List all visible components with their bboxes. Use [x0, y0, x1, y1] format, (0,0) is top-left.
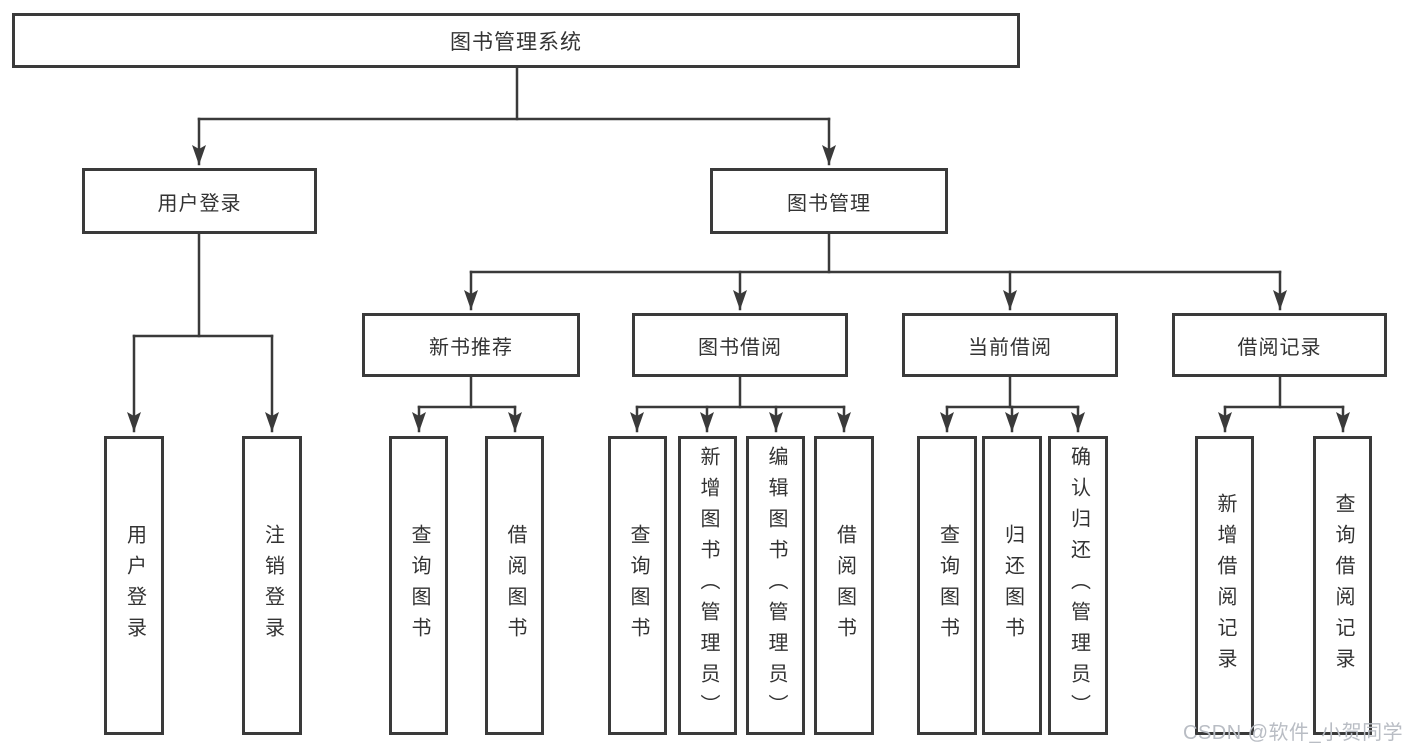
leaf-query-books-current: 查询图书	[917, 436, 977, 735]
node-label: 当前借阅	[968, 336, 1052, 359]
leaf-query-books-borrow: 查询图书	[608, 436, 667, 735]
node-new-book-recommend: 新书推荐	[362, 313, 580, 377]
node-label: 图书借阅	[698, 336, 782, 359]
leaf-label: 查询图书	[627, 523, 649, 648]
leaf-edit-books-admin: 编辑图书（管理员）	[746, 436, 805, 735]
leaf-label: 新增借阅记录	[1214, 492, 1236, 679]
node-current-borrowing: 当前借阅	[902, 313, 1118, 377]
leaf-logout: 注销登录	[242, 436, 302, 735]
leaf-query-books-recommend: 查询图书	[389, 436, 448, 735]
node-label: 新书推荐	[429, 336, 513, 359]
leaf-label: 查询图书	[408, 523, 430, 648]
leaf-user-login: 用户登录	[104, 436, 164, 735]
leaf-add-books-admin: 新增图书（管理员）	[678, 436, 737, 735]
node-system-root: 图书管理系统	[12, 13, 1020, 68]
leaf-query-borrow-record: 查询借阅记录	[1313, 436, 1372, 735]
node-label: 图书管理	[787, 192, 871, 215]
node-label: 借阅记录	[1237, 336, 1322, 359]
leaf-label: 确认归还（管理员）	[1067, 446, 1090, 725]
leaf-label: 借阅图书	[504, 523, 526, 648]
node-book-management: 图书管理	[710, 168, 948, 234]
node-label: 图书管理系统	[450, 30, 582, 54]
leaf-label: 查询图书	[936, 523, 959, 648]
leaf-add-borrow-record: 新增借阅记录	[1195, 436, 1254, 735]
leaf-confirm-return-admin: 确认归还（管理员）	[1048, 436, 1108, 735]
leaf-label: 归还图书	[1001, 523, 1024, 648]
leaf-label: 新增图书（管理员）	[697, 446, 719, 725]
leaf-label: 编辑图书（管理员）	[765, 446, 787, 725]
node-user-login: 用户登录	[82, 168, 317, 234]
node-book-borrowing: 图书借阅	[632, 313, 848, 377]
node-borrow-records: 借阅记录	[1172, 313, 1387, 377]
leaf-label: 查询借阅记录	[1332, 492, 1354, 679]
leaf-label: 借阅图书	[833, 523, 856, 648]
csdn-watermark: CSDN @软件_小贺同学	[1183, 722, 1404, 744]
node-label: 用户登录	[157, 192, 242, 215]
leaf-borrow-books: 借阅图书	[814, 436, 874, 735]
leaf-label: 注销登录	[261, 523, 284, 648]
leaf-return-books: 归还图书	[982, 436, 1042, 735]
leaf-label: 用户登录	[123, 523, 146, 648]
leaf-borrow-books-recommend: 借阅图书	[485, 436, 544, 735]
